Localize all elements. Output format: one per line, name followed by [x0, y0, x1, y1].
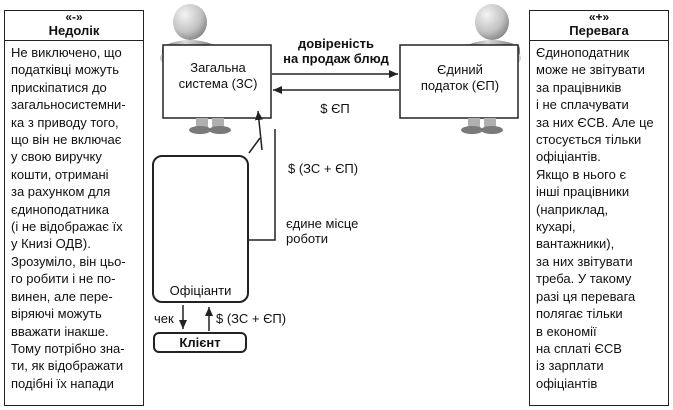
minus-sign: «-» — [65, 10, 83, 24]
single-tax-label: Єдиний податок (ЄП) — [420, 62, 500, 93]
pay-total-label: $ (ЗС + ЄП) — [288, 161, 359, 176]
title-divider — [530, 40, 668, 41]
disadvantage-text: Не виключено, що податківці можуть приск… — [11, 45, 126, 391]
single-tax-board — [399, 44, 519, 119]
general-system-label: Загальна система (ЗС) — [178, 60, 258, 91]
plus-sign: «+» — [588, 10, 610, 24]
check-label: чек — [154, 311, 174, 326]
pay-total-arrow-stub — [248, 137, 261, 154]
waiters-box — [152, 155, 249, 303]
advantage-text: Єдиноподатник може не звітувати за праці… — [536, 45, 654, 391]
waiters-label: Офіціанти — [169, 283, 232, 298]
disadvantage-panel: «-» Недолік Не виключено, що податківці … — [4, 10, 144, 406]
advantage-panel: «+» Перевага Єдиноподатник може не звіту… — [529, 10, 669, 406]
pay-ep-label: $ ЄП — [320, 101, 350, 116]
client-box: Клієнт — [153, 332, 247, 353]
advantage-title: Перевага — [569, 23, 629, 38]
title-divider — [5, 40, 143, 41]
pay-client-label: $ (ЗС + ЄП) — [216, 311, 287, 326]
general-system-legs — [189, 118, 231, 134]
workplace-line — [249, 129, 276, 241]
trust-label: довіреність на продаж блюд — [283, 36, 389, 66]
general-system-board — [162, 44, 272, 119]
pay-total-arrow — [254, 110, 263, 151]
disadvantage-title: Недолік — [48, 23, 100, 38]
workplace-label: єдине місце роботи — [286, 216, 359, 246]
single-tax-legs — [461, 118, 503, 134]
